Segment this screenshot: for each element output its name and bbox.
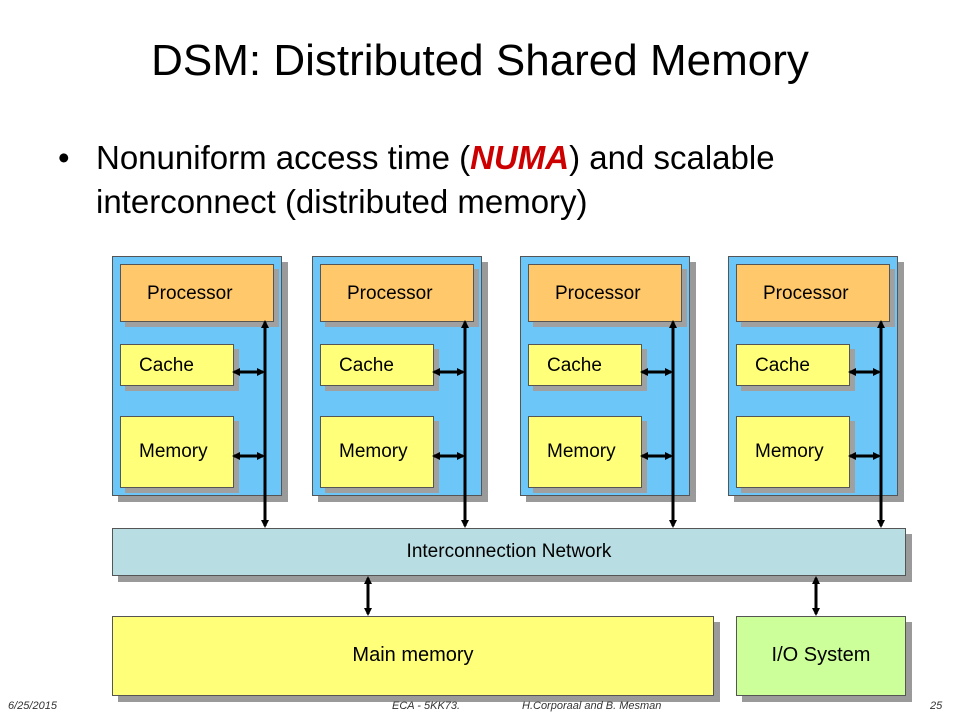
node-3-cache: Cache (528, 344, 642, 386)
node-2-processor-label: Processor (347, 283, 433, 304)
node-3-processor: Processor (528, 264, 682, 322)
node-2-cache-label: Cache (339, 355, 394, 376)
bullet-text: Nonuniform access time (NUMA) and scalab… (96, 136, 936, 224)
footer-course: ECA - 5KK73. (392, 700, 461, 712)
footer-date: 6/25/2015 (8, 700, 57, 712)
node-3-cache-label: Cache (547, 355, 602, 376)
node-4-processor: Processor (736, 264, 890, 322)
slide-title: DSM: Distributed Shared Memory (151, 36, 809, 85)
bullet-prefix: Nonuniform access time ( (96, 139, 471, 176)
node-1-memory-label: Memory (139, 441, 208, 462)
node-2-memory: Memory (320, 416, 434, 488)
node-4-memory-label: Memory (755, 441, 824, 462)
interconnection-network: Interconnection Network (112, 528, 906, 576)
node-2-processor: Processor (320, 264, 474, 322)
footer-page-number: 25 (930, 700, 943, 712)
node-4-processor-label: Processor (763, 283, 849, 304)
numa-highlight: NUMA (470, 139, 570, 176)
node-3-memory-label: Memory (547, 441, 616, 462)
main-memory: Main memory (112, 616, 714, 696)
node-3-processor-label: Processor (555, 283, 641, 304)
node-2-cache: Cache (320, 344, 434, 386)
node-1-cache-label: Cache (139, 355, 194, 376)
footer-authors: H.Corporaal and B. Mesman (522, 700, 662, 712)
node-2-memory-label: Memory (339, 441, 408, 462)
node-1-cache: Cache (120, 344, 234, 386)
node-1-memory: Memory (120, 416, 234, 488)
node-1-processor-label: Processor (147, 283, 233, 304)
bullet-dot-icon: • (58, 139, 70, 176)
bullet-suffix: ) and scalable interconnect (distributed… (96, 139, 775, 220)
node-1-processor: Processor (120, 264, 274, 322)
node-4-memory: Memory (736, 416, 850, 488)
io-system: I/O System (736, 616, 906, 696)
node-4-cache-label: Cache (755, 355, 810, 376)
node-3-memory: Memory (528, 416, 642, 488)
node-4-cache: Cache (736, 344, 850, 386)
